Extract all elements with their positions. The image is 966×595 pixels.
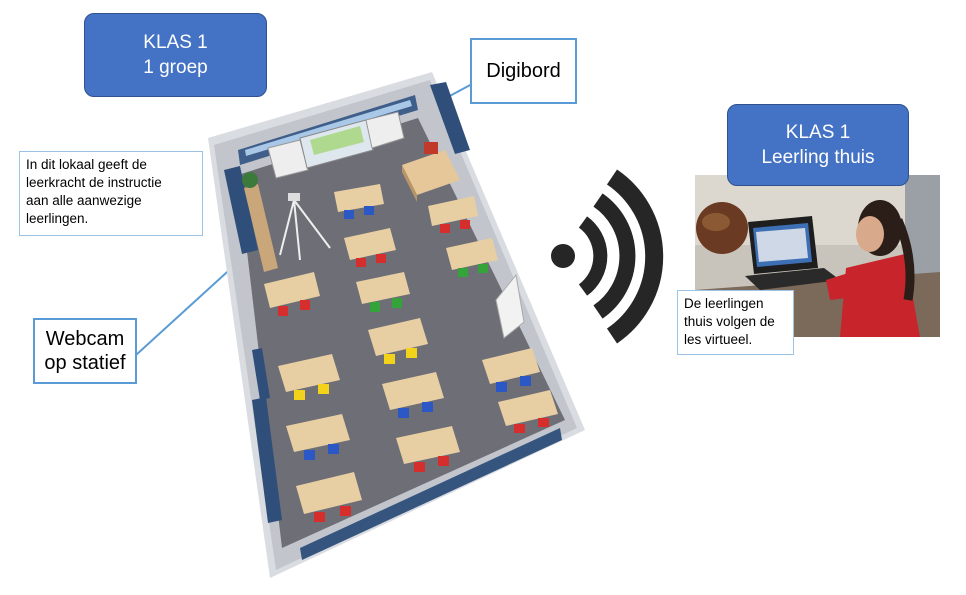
webcam-callout: Webcam op statief [33,318,137,384]
instructie-note: In dit lokaal geeft de leerkracht de ins… [19,151,203,236]
klas-thuis-box: KLAS 1 Leerling thuis [727,104,909,186]
instructie-note-line4: leerlingen. [26,211,89,226]
digibord-label: Digibord [486,60,561,82]
klas-groep-line1: KLAS 1 [143,32,208,53]
klas-groep-box: KLAS 1 1 groep [84,13,267,97]
instructie-note-line2: leerkracht de instructie [26,175,162,190]
classroom-floorplan-image [208,72,585,578]
thuis-note-line3: les virtueel. [684,332,753,347]
instructie-note-line1: In dit lokaal geeft de [26,157,147,172]
digibord-callout: Digibord [470,38,577,104]
student-desks [264,184,558,522]
instructie-note-line3: aan alle aanwezige [26,193,142,208]
klas-thuis-line2: Leerling thuis [761,147,875,168]
klas-thuis-line1: KLAS 1 [785,122,851,143]
thuis-note: De leerlingen thuis volgen de les virtue… [677,290,794,355]
webcam-label-line1: Webcam [45,328,125,350]
webcam-label-line2: op statief [44,352,126,374]
wifi-signal-icon [551,169,664,344]
thuis-note-line2: thuis volgen de [684,314,775,329]
klas-groep-line2: 1 groep [143,57,208,78]
thuis-note-line1: De leerlingen [684,296,764,311]
